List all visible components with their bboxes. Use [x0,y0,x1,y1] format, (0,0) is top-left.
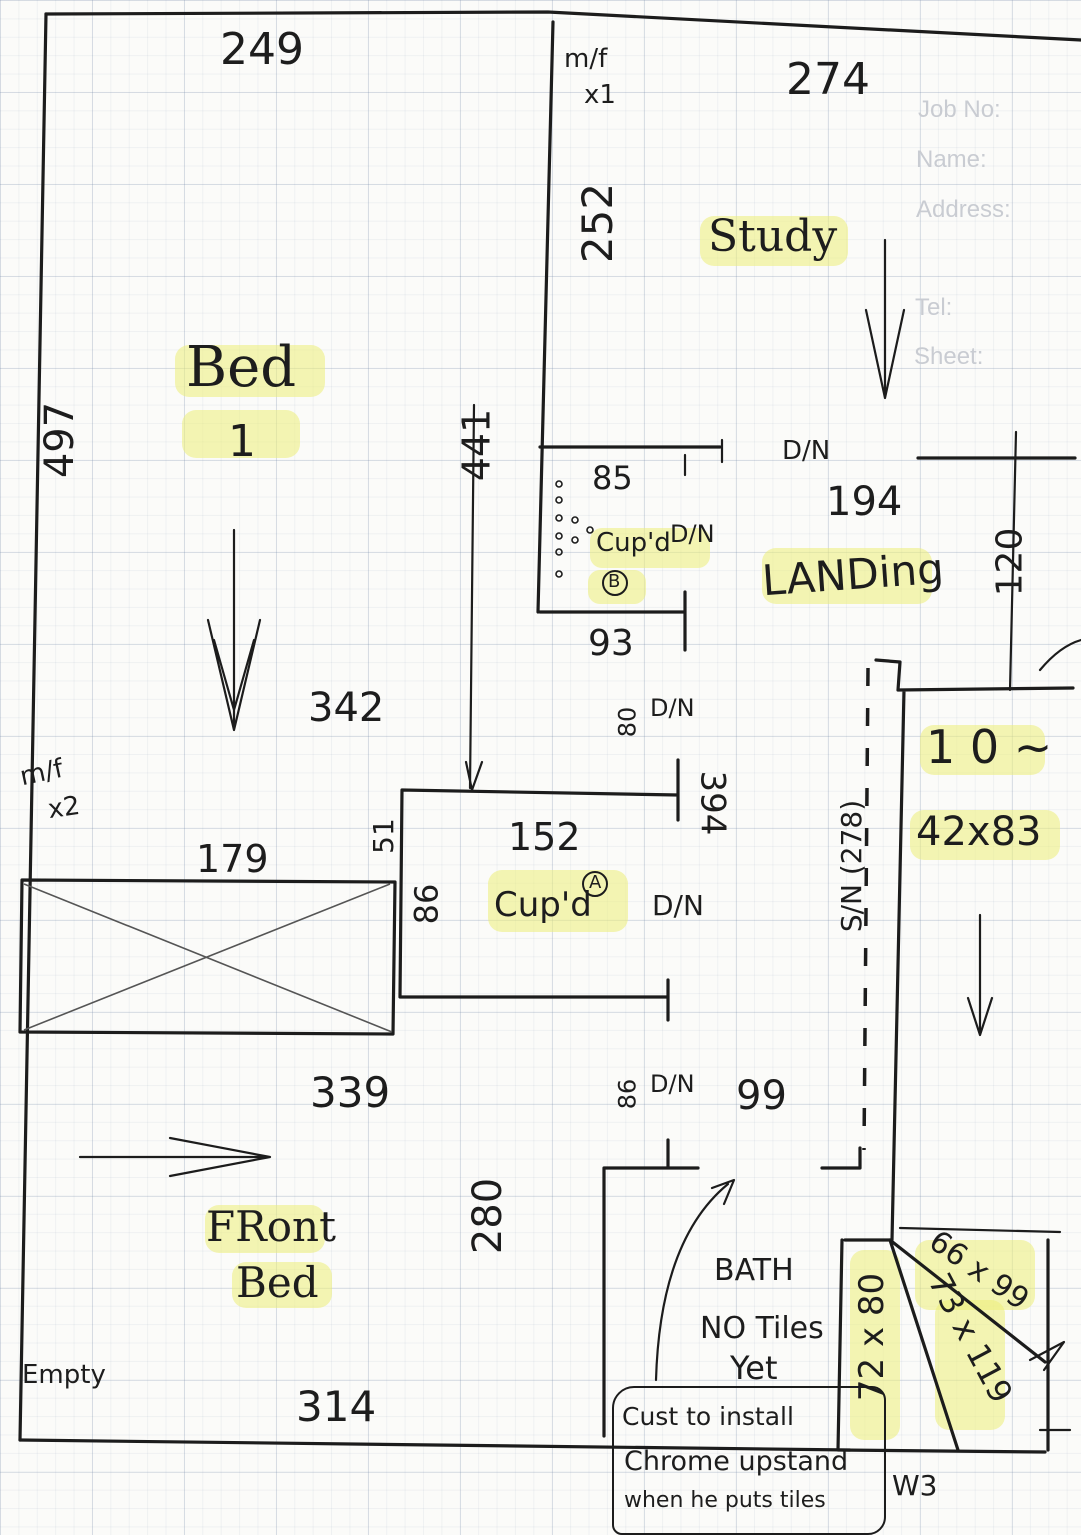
outer-walls [18,10,1081,1452]
stair-void-dim: 179 [196,837,269,881]
hall-stub [820,1146,862,1170]
cupboard-b-name: Cup'd [596,528,671,558]
bath-arrow [1028,1340,1066,1372]
bath-name: BATH [714,1253,794,1288]
bed1-number: 1 [228,416,256,467]
study-dim-side: 252 [573,182,623,264]
landing-door-label: D/N [782,436,831,466]
cupboard-b-wall [538,590,687,652]
bathroom-west-wall [602,1138,700,1438]
bath-label: W3 [892,1469,938,1502]
hall-dim-top: 99 [736,1073,787,1119]
hall-door-lower: D/N [650,1070,695,1098]
cupboard-a-name: Cup'd [494,885,592,925]
cupboard-b-door: D/N [670,520,715,548]
internal-drop-dim: 441 [454,408,499,482]
annotation-bubble [612,1386,886,1535]
cupboard-a-wall [398,758,680,1022]
cupboard-b-tag-ring [602,570,628,596]
hall-door-upper: D/N [650,694,695,722]
annotation-line1: Cust to install [622,1402,794,1431]
landing-jamb [1008,430,1018,692]
address-label: Address: [916,196,1011,223]
bed1-mf-count: x2 [46,790,82,826]
cupboard-a-dim-side: 86 [407,883,446,925]
bed1-dim-top: 249 [220,24,304,75]
hall-door-upper-dim: 80 [613,706,642,738]
cupboard-a-dim-step: 51 [366,818,400,854]
study-dim-top: 274 [786,54,870,105]
hall-dim-side: S/N (278) [835,799,869,933]
landing-name: LANDing [760,543,946,606]
bath-note-line2: Yet [730,1349,778,1387]
direction-arrows [78,238,994,1382]
cupboard-a-door: D/N [652,889,704,922]
cupboard-a-tag-ring [582,871,608,897]
front-bed-name: FRont [206,1202,336,1251]
highlighter-marks [175,216,1060,1440]
cupboard-a-dim-right: 394 [692,770,733,836]
front-bed-dim-side: 280 [465,1177,512,1255]
hall-door-lower-dim: 86 [613,1078,642,1110]
cupboard-a-tag: A [589,872,602,893]
bath-note-line1: NO Tiles [700,1311,824,1346]
study-mf-label: m/f [564,44,608,74]
job-no-label: Job No: [918,96,1001,123]
study-west-wall [536,20,555,614]
internal-drop-line [468,403,476,790]
annotation-line3: when he puts tiles [624,1488,826,1513]
bed1-name: Bed [186,335,297,400]
bed1-dim-bottom: 342 [308,685,385,731]
wc-size: 42x83 [916,809,1042,855]
stair-void-cross [23,883,393,1033]
hall-dashed-line [862,667,870,1151]
front-bed-dim-bottom: 314 [296,1382,377,1431]
front-bed-note: Empty [22,1360,106,1390]
wc-inner-wall [898,1226,1062,1234]
study-name: Study [708,211,838,262]
cupboard-b-dots [555,480,594,578]
cupboard-b-tag: B [608,571,621,592]
front-bed-name-line2: Bed [236,1258,319,1307]
bed1-dim-side: 497 [37,401,84,479]
stair-void-outline [18,878,397,1036]
front-bed-dim-top: 339 [310,1068,391,1117]
name-label: Name: [916,146,987,173]
wc-frame [874,658,1075,1242]
bath-panels [836,1238,1050,1454]
cupboard-a-dim-top: 152 [508,815,581,859]
cupboard-b-dim-bottom: 93 [588,623,634,664]
annotation-line2: Chrome upstand [624,1446,849,1477]
sheet-label: Sheet: [914,343,984,370]
landing-dim-top: 194 [826,479,903,525]
cupboard-b-dim-top: 85 [592,459,633,497]
landing-dim-right: 120 [989,527,1031,597]
wc-door-swing [1038,638,1081,672]
study-mf-count: x1 [584,80,616,110]
tel-label: Tel: [915,294,953,321]
wc-name: 1 0 ~ [926,720,1053,774]
bath-panel1: 72 x 80 [852,1272,893,1402]
